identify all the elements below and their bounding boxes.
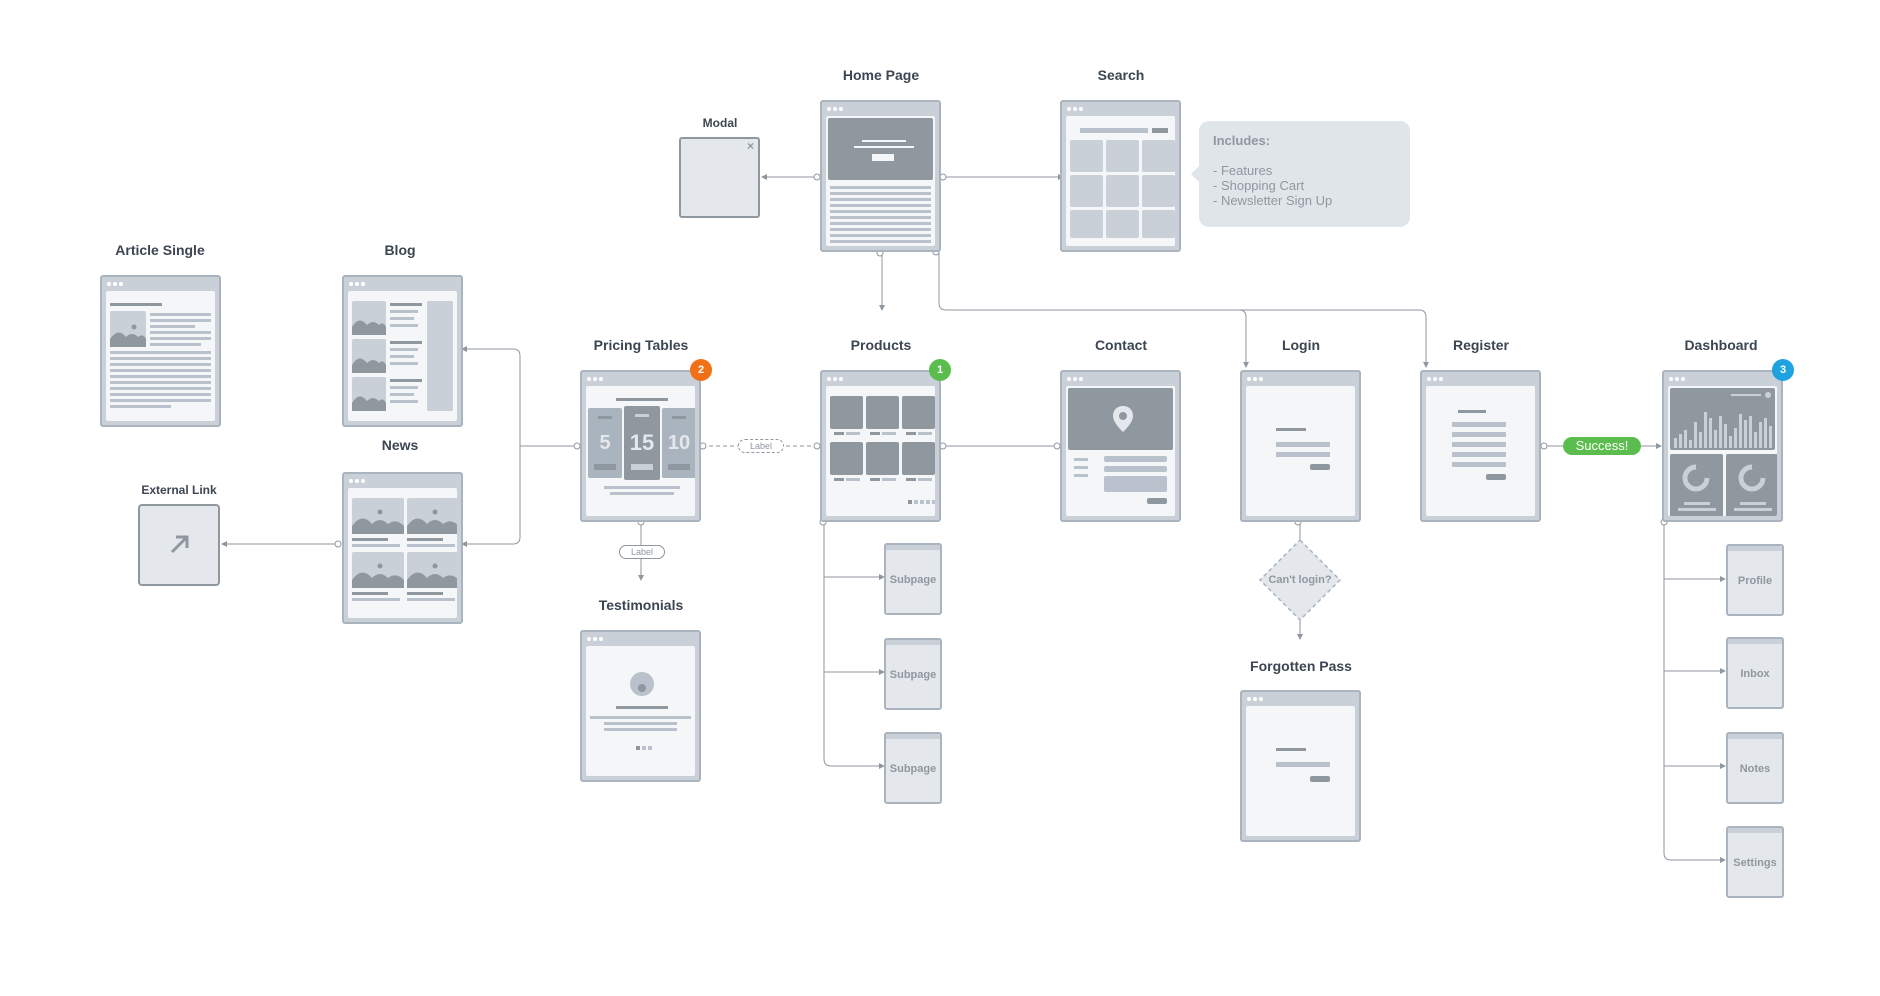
label-external-link: External Link	[141, 483, 217, 497]
label-article-single: Article Single	[115, 242, 205, 258]
decision-diamond	[1258, 538, 1342, 622]
connector-home-register	[1239, 309, 1429, 368]
label-register: Register	[1452, 337, 1510, 353]
close-icon: ×	[746, 139, 754, 153]
includes-callout: Includes: - Features - Shopping Cart - N…	[1199, 121, 1410, 227]
connector-pricing-news	[461, 446, 521, 547]
bar-chart-icon	[1674, 412, 1772, 448]
dashboard-subpage-profile[interactable]: Profile	[1726, 544, 1784, 616]
price-value: 10	[667, 432, 691, 454]
donut-chart-icon	[1682, 464, 1710, 492]
wireframe-login[interactable]	[1240, 370, 1361, 522]
wireframe-contact[interactable]	[1060, 370, 1181, 522]
products-subpage[interactable]: Subpage	[884, 732, 942, 804]
callout-item: - Newsletter Sign Up	[1213, 193, 1333, 208]
external-link-arrow-icon	[170, 535, 189, 554]
connector-home-login	[938, 253, 1249, 368]
badge-pricing: 2	[690, 359, 712, 381]
dashboard-subpage-inbox[interactable]: Inbox	[1726, 637, 1784, 709]
label-login: Login	[1281, 337, 1321, 353]
image-placeholder-icon	[110, 311, 146, 347]
label-blog: Blog	[384, 242, 416, 258]
badge-dashboard: 3	[1772, 359, 1794, 381]
label-forgotten-pass: Forgotten Pass	[1250, 658, 1352, 674]
label-home-page: Home Page	[842, 67, 920, 83]
wireframe-blog[interactable]	[342, 275, 463, 427]
wireframe-news[interactable]	[342, 472, 463, 624]
badge-products: 1	[929, 359, 951, 381]
price-value: 5	[599, 432, 611, 454]
connector-label: Label	[619, 545, 665, 559]
label-search: Search	[1097, 67, 1145, 83]
map-pin-icon	[1113, 406, 1133, 432]
label-contact: Contact	[1094, 337, 1148, 353]
wireframe-article-single[interactable]	[100, 275, 221, 427]
callout-title: Includes:	[1213, 133, 1271, 148]
callout-item: - Features	[1213, 163, 1273, 178]
connector-pricing-blog	[461, 346, 578, 447]
products-subpage[interactable]: Subpage	[884, 543, 942, 615]
label-dashboard: Dashboard	[1684, 337, 1758, 353]
price-value: 15	[629, 430, 655, 455]
dashboard-subpage-settings[interactable]: Settings	[1726, 826, 1784, 898]
wireframe-register[interactable]	[1420, 370, 1541, 522]
wireframe-search[interactable]	[1060, 100, 1181, 252]
wireframe-testimonials[interactable]	[580, 630, 701, 782]
success-label: Success!	[1563, 437, 1641, 455]
avatar-icon	[630, 672, 654, 696]
connector-label: Label	[738, 439, 784, 453]
dashboard-subpage-notes[interactable]: Notes	[1726, 732, 1784, 804]
wireframe-forgotten-pass[interactable]	[1240, 690, 1361, 842]
connector-products-subpages	[823, 522, 884, 767]
label-modal: Modal	[702, 116, 738, 130]
wireframe-home-page[interactable]	[820, 100, 941, 252]
external-link-box[interactable]	[138, 504, 220, 586]
wireframe-pricing-tables[interactable]: 5 15 10	[580, 370, 701, 522]
callout-item: - Shopping Cart	[1213, 178, 1305, 193]
products-subpage[interactable]: Subpage	[884, 638, 942, 710]
callout-pointer	[1191, 166, 1199, 182]
label-products: Products	[850, 337, 912, 353]
wireframe-products[interactable]	[820, 370, 941, 522]
label-pricing-tables: Pricing Tables	[593, 337, 689, 353]
label-testimonials: Testimonials	[598, 597, 684, 613]
donut-chart-icon	[1738, 464, 1766, 492]
label-news: News	[381, 437, 419, 453]
decision-label: Can't login?	[1268, 574, 1332, 586]
wireframe-dashboard[interactable]	[1662, 370, 1783, 522]
modal-box[interactable]: ×	[679, 137, 760, 218]
connector-dashboard-subpages	[1663, 522, 1725, 861]
